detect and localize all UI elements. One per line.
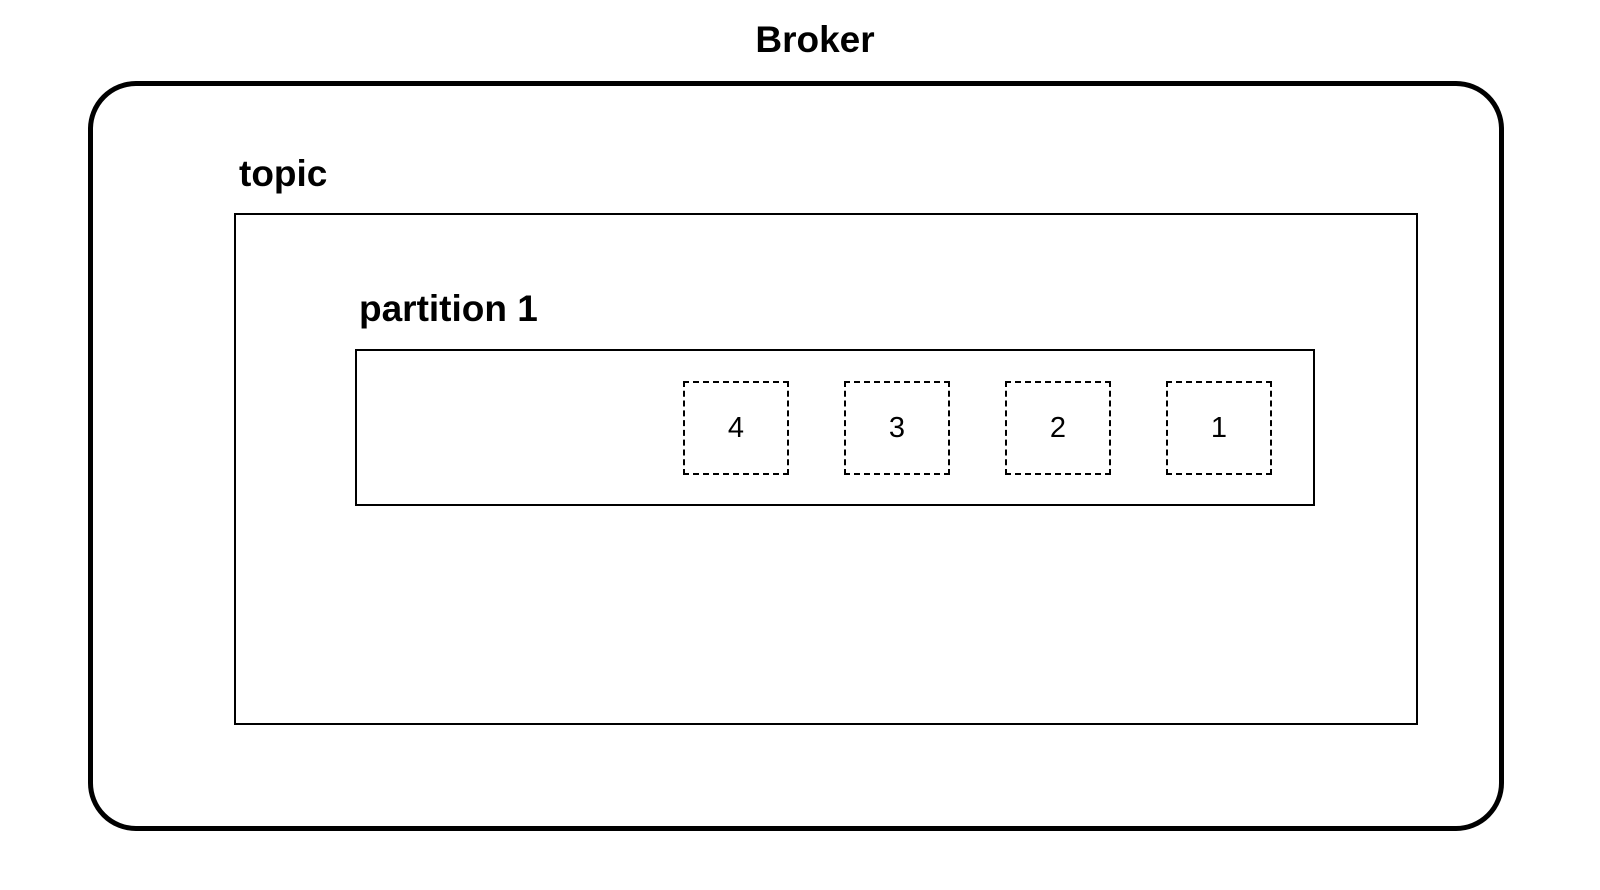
- broker-title: Broker: [755, 19, 875, 60]
- message-box: 4: [683, 381, 789, 475]
- partition-label: partition 1: [359, 288, 538, 329]
- topic-container: [234, 213, 1418, 725]
- message-box: 2: [1005, 381, 1111, 475]
- message-box: 3: [844, 381, 950, 475]
- partition-container: [355, 349, 1315, 506]
- broker-container: [88, 81, 1504, 831]
- message-box: 1: [1166, 381, 1272, 475]
- topic-label: topic: [239, 153, 328, 194]
